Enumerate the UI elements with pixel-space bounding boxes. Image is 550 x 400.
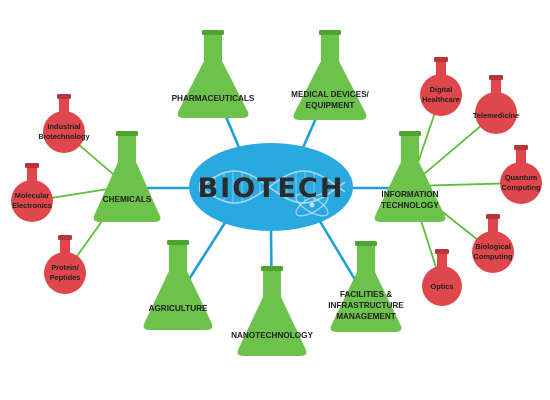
flask-icon — [143, 243, 213, 330]
category-label: CHEMICALS — [103, 195, 152, 204]
category-chemicals: CHEMICALS — [93, 131, 161, 222]
flask-neck-icon — [27, 166, 37, 184]
subcategory-label: Peptides — [50, 273, 81, 282]
subcategory-label: Molecular — [15, 191, 50, 200]
flask-icon — [237, 269, 307, 356]
flask-rim-icon — [434, 57, 448, 62]
category-label: MANAGEMENT — [336, 312, 396, 321]
flask-rim-icon — [355, 241, 377, 246]
round-flask-icon — [472, 231, 514, 273]
flask-rim-icon — [261, 266, 283, 271]
flask-icon — [93, 134, 161, 222]
category-label: FACILITIES & — [340, 290, 392, 299]
subcategory-label: Healthcare — [422, 95, 460, 104]
flask-rim-icon — [489, 75, 503, 80]
flask-rim-icon — [319, 30, 341, 35]
category-agriculture: AGRICULTURE — [143, 240, 213, 330]
flask-rim-icon — [399, 131, 421, 136]
hub-title: BIOTECH — [198, 173, 345, 204]
flask-neck-icon — [516, 148, 526, 166]
flask-icon — [374, 134, 446, 222]
round-flask-icon — [44, 252, 86, 294]
category-label: NANOTECHNOLOGY — [231, 331, 313, 340]
subcategory-label: Biological — [475, 242, 510, 251]
flask-icon — [293, 33, 367, 120]
category-label: AGRICULTURE — [149, 304, 209, 313]
flask-neck-icon — [436, 60, 446, 78]
category-nanotechnology: NANOTECHNOLOGY — [231, 266, 313, 356]
category-label: EQUIPMENT — [306, 101, 355, 110]
subcategory-label: Telemedicine — [473, 111, 519, 120]
subcategory-label: Optics — [431, 282, 454, 291]
category-label: INFRASTRUCTURE — [328, 301, 404, 310]
category-label: TECHNOLOGY — [381, 201, 439, 210]
category-facilities: FACILITIES & INFRASTRUCTURE MANAGEMENT — [328, 241, 404, 332]
category-label: PHARMACEUTICALS — [172, 94, 255, 103]
dna-atom-icon — [199, 170, 346, 217]
flask-neck-icon — [491, 78, 501, 96]
category-information-technology: INFORMATION TECHNOLOGY — [374, 131, 446, 222]
subcategory-label: Biotechnology — [38, 132, 90, 141]
round-flask-icon — [420, 74, 462, 116]
hub: BIOTECH — [189, 143, 353, 231]
flask-rim-icon — [57, 94, 71, 99]
flask-icon — [177, 33, 249, 118]
round-flask-icon — [43, 111, 85, 153]
flasks-layer: PHARMACEUTICALS MEDICAL DEVICES/EQUIPMENT… — [11, 30, 542, 356]
flask-rim-icon — [435, 249, 449, 254]
flask-rim-icon — [486, 214, 500, 219]
subcategory-label: Protein/ — [51, 263, 79, 272]
category-label: MEDICAL DEVICES/ — [291, 90, 369, 99]
subcategory-optics: Optics — [422, 249, 462, 306]
round-flask-icon — [500, 162, 542, 204]
subcategory-label: Quantum — [505, 173, 538, 182]
subcategory-label: Computing — [502, 183, 541, 192]
round-flask-icon — [422, 266, 462, 306]
subcategory-protein-peptides: Protein/Peptides — [44, 235, 86, 294]
subcategory-label: Electronics — [12, 201, 52, 210]
category-pharmaceuticals: PHARMACEUTICALS — [172, 30, 255, 118]
flask-neck-icon — [437, 252, 447, 270]
flask-rim-icon — [116, 131, 138, 136]
round-flask-icon — [475, 92, 517, 134]
flask-rim-icon — [58, 235, 72, 240]
flask-neck-icon — [59, 97, 69, 115]
flask-icon — [330, 244, 402, 332]
flask-neck-icon — [60, 238, 70, 256]
subcategory-telemedicine: Telemedicine — [473, 75, 519, 134]
flask-rim-icon — [167, 240, 189, 245]
category-label: INFORMATION — [381, 190, 438, 199]
subcategory-label: Computing — [474, 252, 513, 261]
subcategory-label: Industrial — [47, 122, 80, 131]
flask-neck-icon — [488, 217, 498, 235]
round-flask-icon — [11, 180, 53, 222]
flask-rim-icon — [202, 30, 224, 35]
flask-rim-icon — [514, 145, 528, 150]
subcategory-label: Digital — [430, 85, 453, 94]
flask-rim-icon — [25, 163, 39, 168]
hub-ellipse — [189, 143, 353, 231]
category-medical-devices: MEDICAL DEVICES/EQUIPMENT — [291, 30, 370, 120]
